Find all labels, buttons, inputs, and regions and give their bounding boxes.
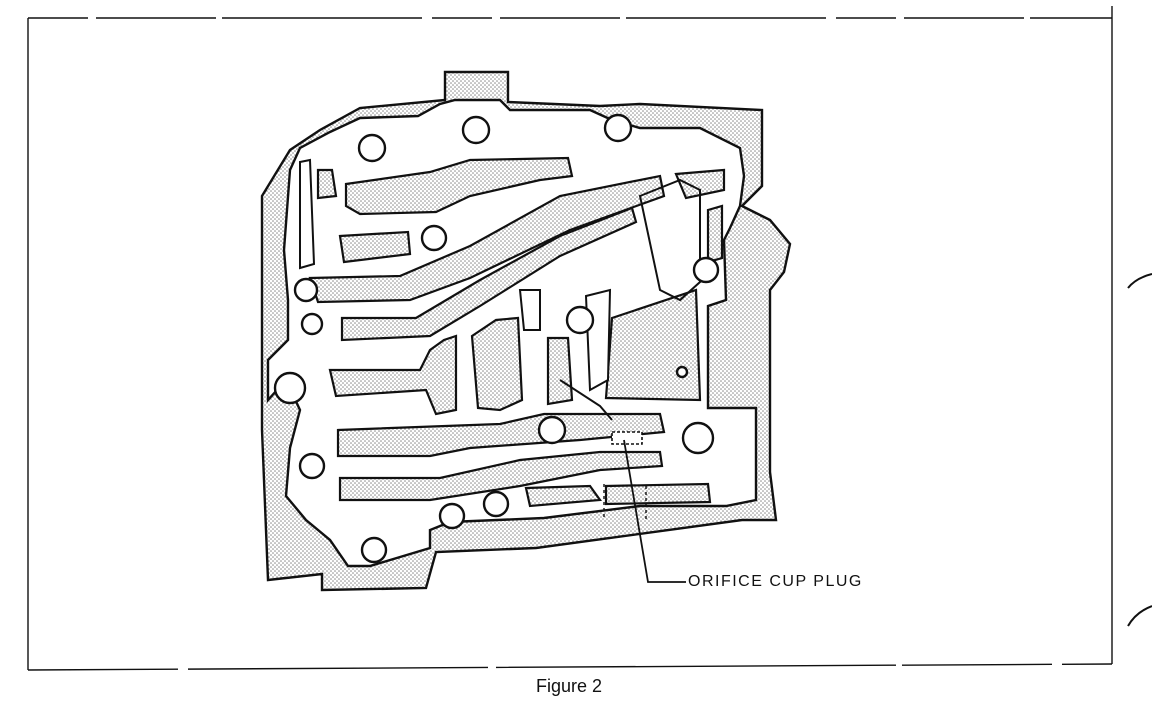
page-border <box>27 6 1113 671</box>
channel <box>340 206 638 342</box>
bolt-hole <box>692 256 720 284</box>
bolt-hole <box>298 452 326 480</box>
channel <box>308 174 666 304</box>
channel <box>338 450 664 502</box>
bolt-hole <box>537 415 567 445</box>
bolt-hole <box>420 224 448 252</box>
bolt-hole <box>482 490 510 518</box>
bolt-hole <box>438 502 466 530</box>
bolt-holes <box>273 113 720 564</box>
callout-leader-line <box>623 439 686 583</box>
channel <box>316 168 338 200</box>
fluid-channels <box>308 156 726 508</box>
bolt-hole <box>565 305 595 335</box>
right-edge-mark <box>1127 605 1152 627</box>
figure-caption: Figure 2 <box>536 676 603 696</box>
channel <box>604 482 712 506</box>
bolt-hole <box>360 536 388 564</box>
bolt-hole <box>293 277 319 303</box>
orifice-cup-plug <box>603 431 647 520</box>
channel <box>674 168 726 200</box>
bolt-hole <box>300 312 324 336</box>
channel <box>338 230 412 264</box>
callout-label: ORIFICE CUP PLUG <box>688 573 863 590</box>
channel <box>706 204 724 264</box>
bolt-hole <box>675 365 689 379</box>
right-edge-mark <box>1127 273 1152 289</box>
channel <box>344 156 574 216</box>
channel <box>328 334 458 416</box>
bolt-hole <box>461 115 491 145</box>
bolt-hole <box>357 133 387 163</box>
channel <box>470 316 524 412</box>
bolt-hole <box>681 421 715 455</box>
bolt-hole <box>603 113 633 143</box>
channel <box>524 484 603 508</box>
bolt-hole <box>273 371 307 405</box>
channel <box>546 336 574 406</box>
